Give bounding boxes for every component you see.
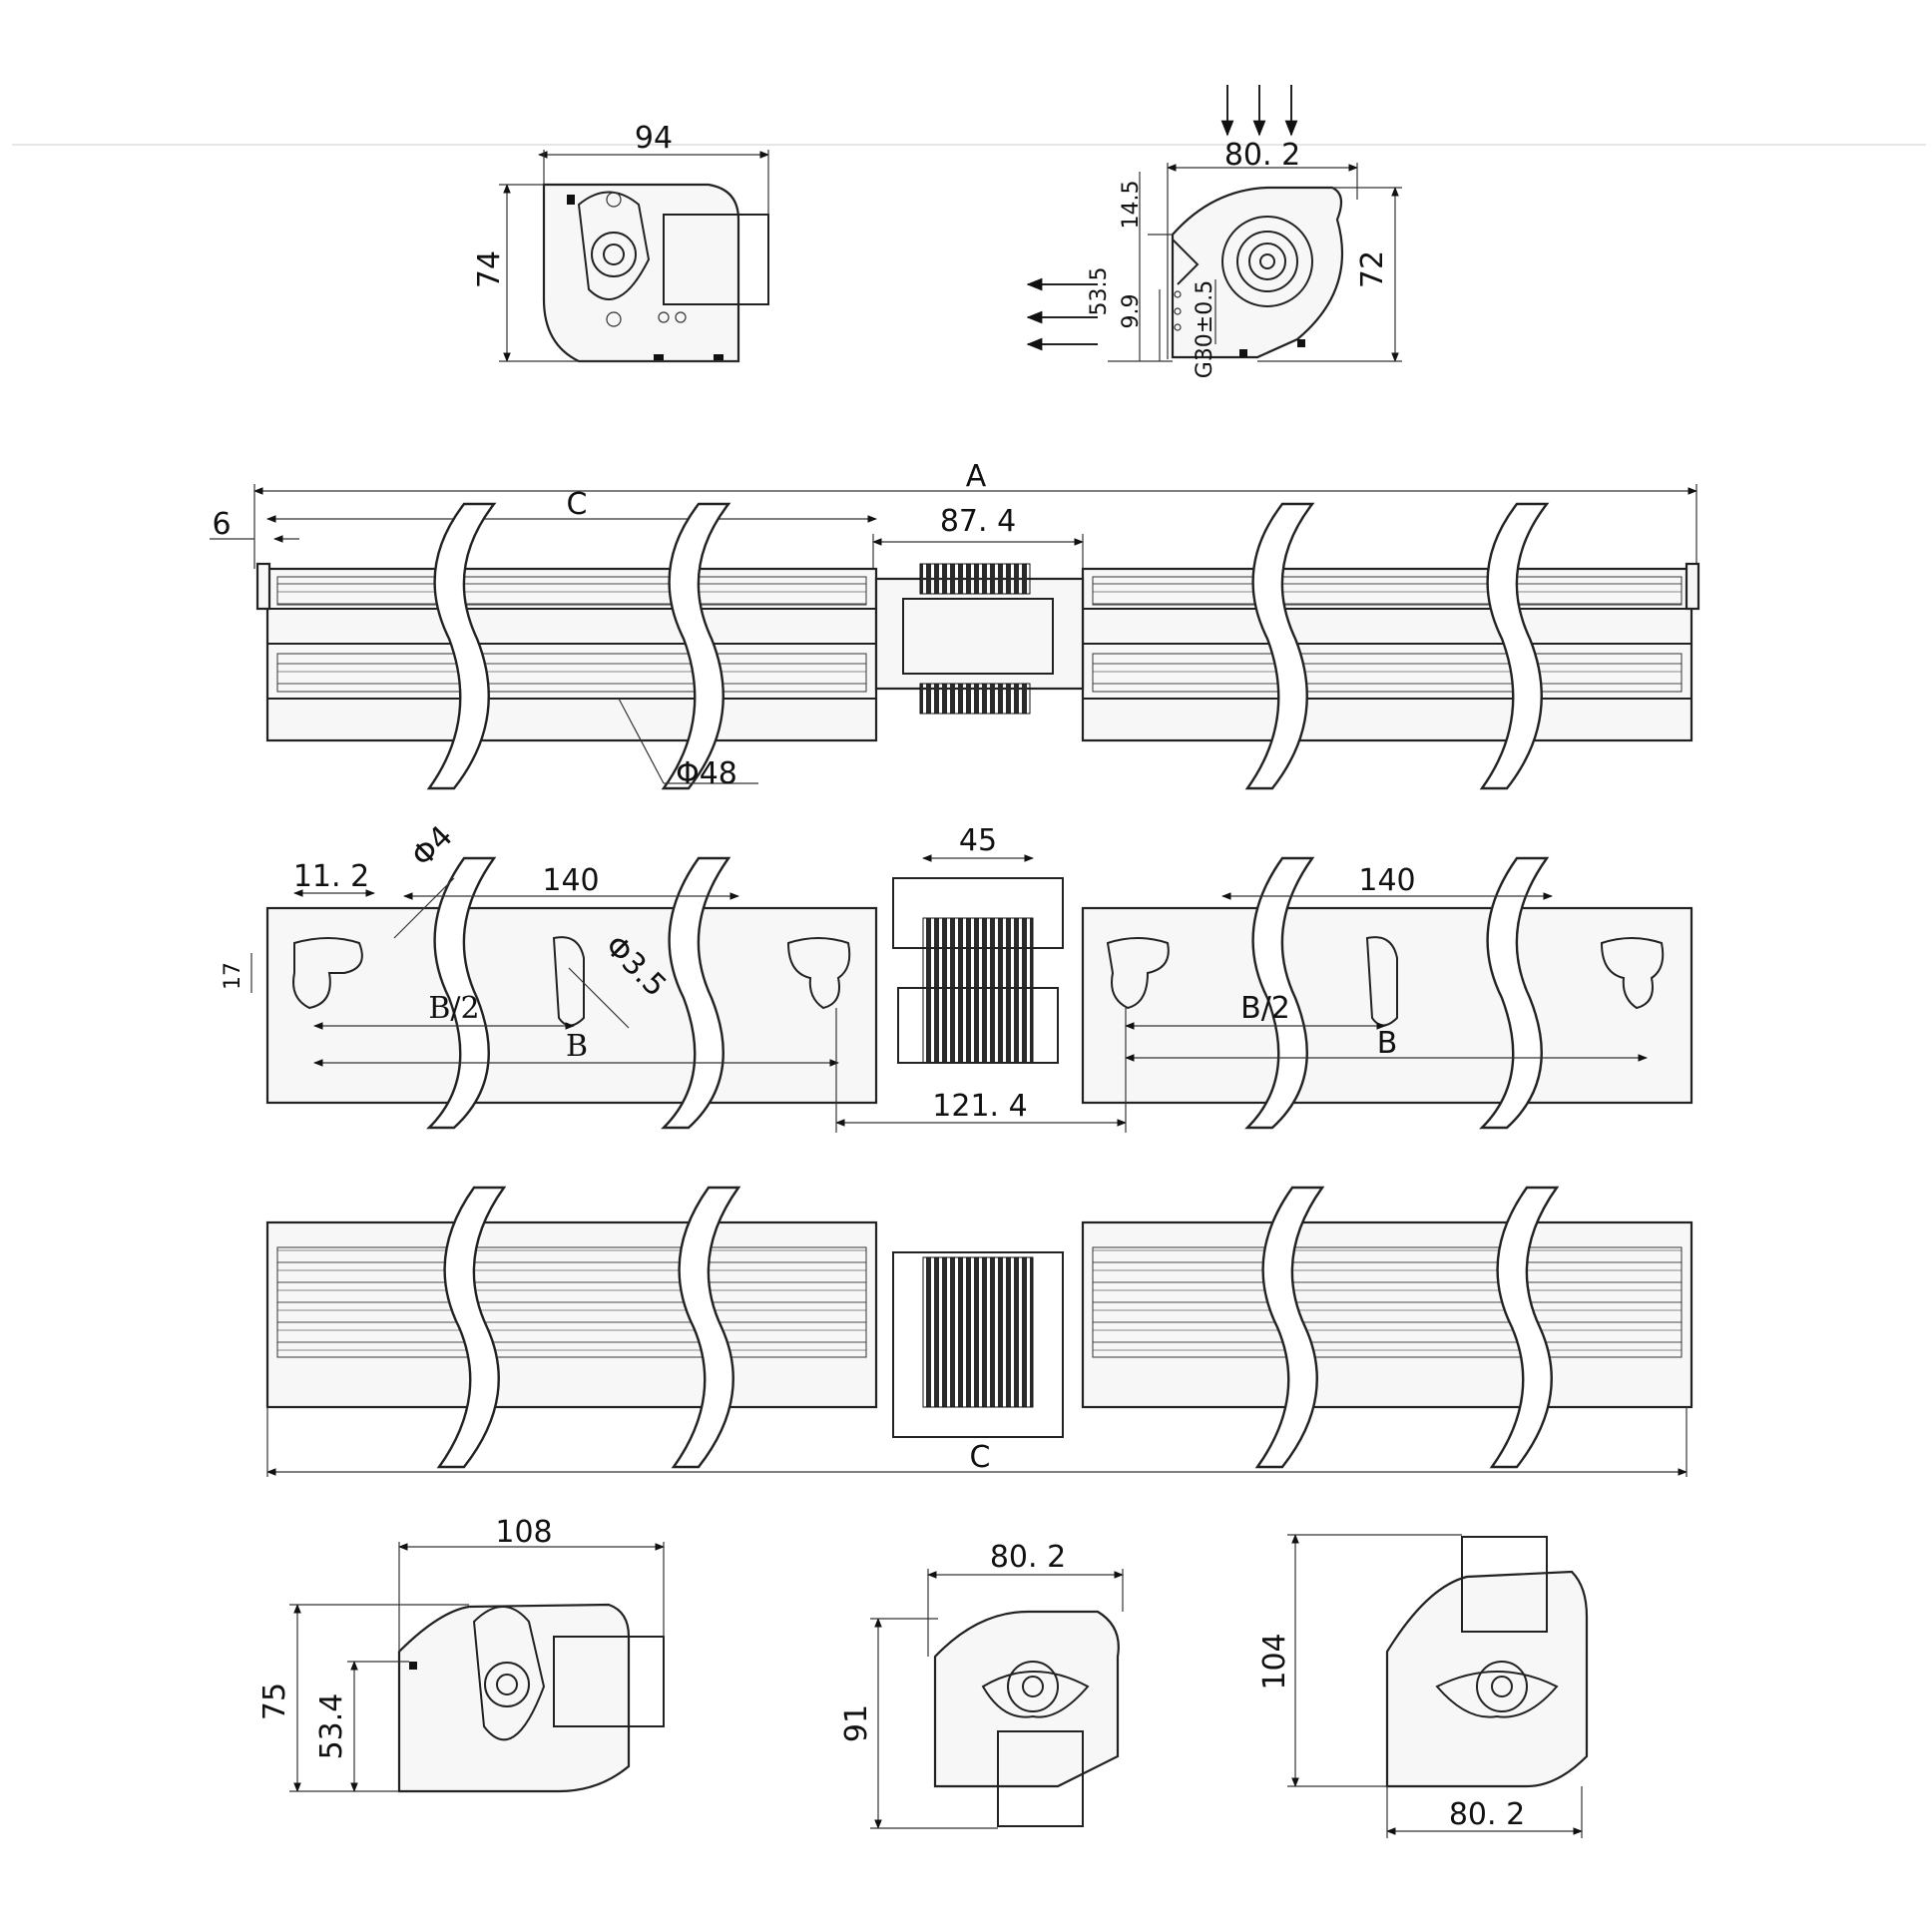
dim-74: 74	[472, 250, 507, 288]
dim-b-right: B	[1377, 1026, 1398, 1061]
dim-108: 108	[495, 1515, 552, 1550]
dim-80-2-bottom-right: 80. 2	[1449, 1797, 1525, 1832]
dim-C-bottom: C	[970, 1440, 991, 1475]
dim-53-5: 53.5	[1087, 267, 1112, 316]
dim-121-4: 121. 4	[932, 1089, 1027, 1124]
mounting-view	[250, 854, 1693, 1133]
dim-140-right: 140	[1358, 863, 1415, 898]
dim-b-left: B	[566, 1029, 588, 1064]
dim-b2-right: B/2	[1240, 991, 1290, 1026]
dim-17: 17	[221, 962, 245, 990]
dim-91: 91	[839, 1704, 874, 1742]
side-view-bottom-right	[1287, 1534, 1589, 1838]
dim-94: 94	[635, 121, 673, 156]
side-view-bottom-center	[870, 1569, 1124, 1829]
dim-phi48: Φ48	[676, 756, 737, 791]
dim-b2-left: B/2	[428, 991, 479, 1026]
dim-80-2-bottom-center: 80. 2	[990, 1540, 1066, 1575]
dim-A: A	[966, 459, 987, 494]
side-view-1	[499, 150, 769, 363]
dim-C-top: C	[567, 487, 588, 522]
dim-14-5: 14.5	[1119, 181, 1144, 230]
front-view	[210, 484, 1700, 790]
dim-75: 75	[257, 1683, 292, 1720]
dim-104: 104	[1257, 1633, 1292, 1690]
dim-g30: G30±0.5	[1193, 280, 1217, 378]
dim-80-2-top: 80. 2	[1224, 138, 1300, 173]
side-view-bottom-left	[289, 1542, 665, 1793]
rear-view	[265, 1186, 1693, 1477]
dim-45: 45	[959, 823, 997, 858]
dim-phi4: Φ4	[405, 819, 460, 874]
dim-9-9: 9.9	[1119, 294, 1144, 329]
dim-140-left: 140	[542, 863, 599, 898]
dim-72: 72	[1355, 250, 1390, 288]
dim-6: 6	[212, 507, 231, 542]
side-view-2	[1026, 85, 1402, 362]
dim-11-2: 11. 2	[293, 859, 369, 894]
dim-87-4: 87. 4	[940, 504, 1016, 539]
dim-53-4: 53.4	[314, 1693, 349, 1760]
